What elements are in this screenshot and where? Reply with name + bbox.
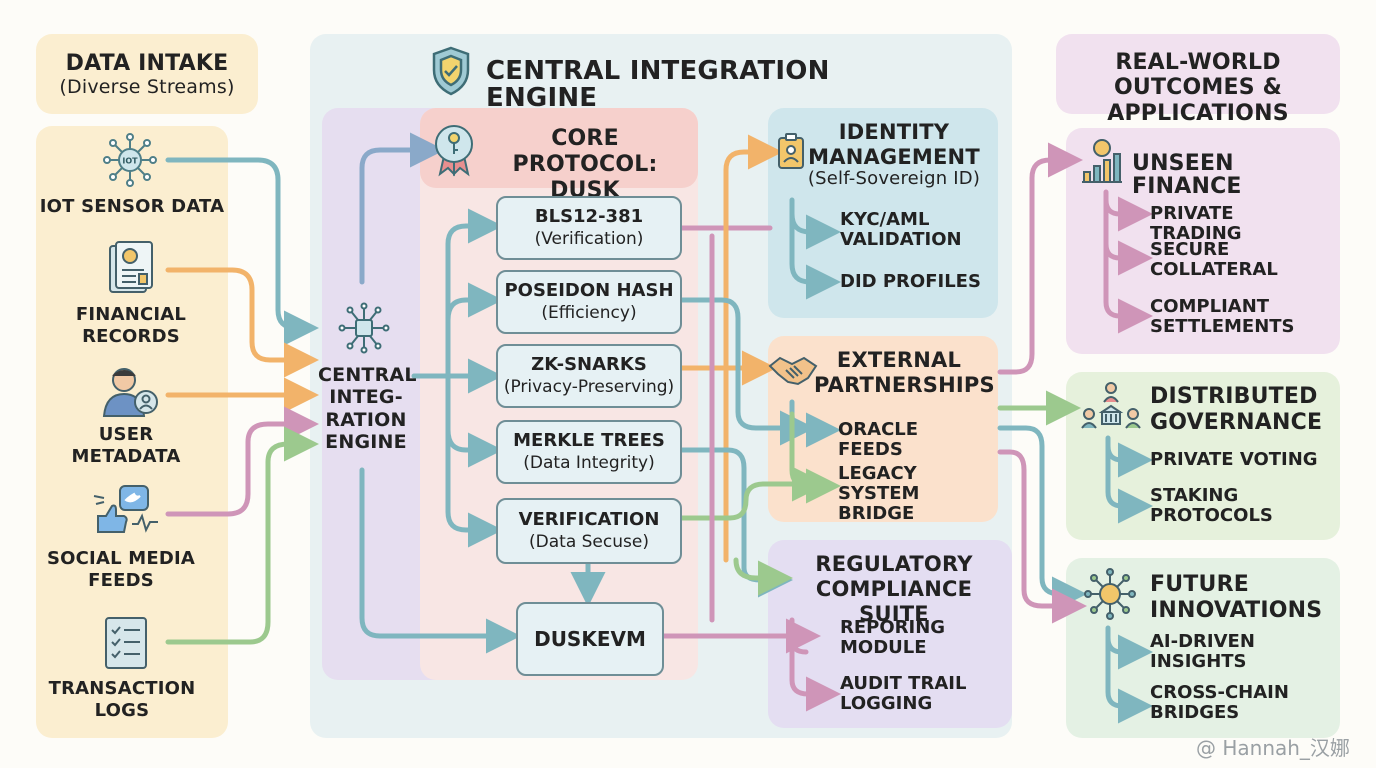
component-merkle: MERKLE TREES (Data Integrity) <box>496 420 682 484</box>
future-item-crosschain: CROSS-CHAIN BRIDGES <box>1150 682 1289 723</box>
intake-item-iot: IOT SENSOR DATA <box>39 196 225 217</box>
engine-title: CENTRAL INTEGRATION ENGINE <box>486 56 830 114</box>
regulatory-title: REGULATORY COMPLIANCE SUITE <box>815 552 973 626</box>
governance-item-staking: STAKING PROTOCOLS <box>1150 485 1273 526</box>
identity-title: IDENTITY MANAGEMENT <box>808 120 980 169</box>
component-poseidon: POSEIDON HASH (Efficiency) <box>496 270 682 334</box>
governance-item-voting: PRIVATE VOTING <box>1150 449 1318 470</box>
iot-badge: IOT <box>122 157 138 166</box>
intake-title: DATA INTAKE <box>65 51 229 76</box>
finance-title: UNSEEN FINANCE <box>1132 151 1242 200</box>
partners-item-legacy: LEGACY SYSTEM BRIDGE <box>838 463 920 524</box>
component-zksnarks: ZK-SNARKS (Privacy-Preserving) <box>496 344 682 408</box>
outcomes-header-panel <box>1056 34 1340 114</box>
component-poseidon-desc: (Efficiency) <box>541 302 637 323</box>
user-icon <box>102 368 158 417</box>
component-verification-name: VERIFICATION <box>518 509 660 531</box>
shield-icon <box>432 46 470 96</box>
component-zksnarks-desc: (Privacy-Preserving) <box>503 376 675 397</box>
finance-chart-icon <box>1082 139 1122 183</box>
arrow-to-core <box>359 132 445 285</box>
future-item-ai: AI-DRIVEN INSIGHTS <box>1150 631 1255 672</box>
intake-subtitle: (Diverse Streams) <box>59 76 235 98</box>
finance-item-settlements: COMPLIANT SETTLEMENTS <box>1150 296 1295 337</box>
engine-left-label: CENTRAL INTEG-RATION ENGINE <box>318 364 417 454</box>
governance-icon <box>1081 382 1141 429</box>
certificate-key-icon <box>435 125 473 177</box>
duskevm-box: DUSKEVM <box>516 602 664 676</box>
component-merkle-desc: (Data Integrity) <box>523 452 655 473</box>
arrow-to-finance <box>997 142 1083 375</box>
partners-title: EXTERNAL PARTNERSHIPS <box>814 348 995 397</box>
intake-item-transaction: TRANSACTION LOGS <box>48 678 196 721</box>
core-protocol-title: CORE PROTOCOL: DUSK <box>512 126 658 203</box>
arrow-iot <box>165 157 319 346</box>
identity-item-did: DID PROFILES <box>840 271 981 292</box>
component-bls: BLS12-381 (Verification) <box>496 196 682 260</box>
arrow-financial <box>165 267 319 378</box>
financial-document-icon <box>109 241 153 293</box>
watermark: @ Hannah_汉娜 <box>1196 736 1350 760</box>
duskevm-label: DUSKEVM <box>534 626 646 651</box>
regulatory-item-audit: AUDIT TRAIL LOGGING <box>840 673 967 714</box>
component-zksnarks-name: ZK-SNARKS <box>531 354 647 376</box>
identity-subtitle: (Self-Sovereign ID) <box>807 168 981 189</box>
handshake-icon <box>768 356 818 386</box>
finance-item-collateral: SECURE COLLATERAL <box>1150 239 1278 280</box>
component-bls-name: BLS12-381 <box>534 206 644 228</box>
arrow-verify-bridge <box>677 466 827 521</box>
innovation-network-icon <box>1084 568 1136 620</box>
intake-item-user: USER METADATA <box>71 424 181 467</box>
social-media-icon <box>93 485 158 533</box>
arrow-to-future-b <box>997 449 1087 624</box>
iot-icon: IOT <box>103 133 157 187</box>
id-badge-icon <box>778 133 804 169</box>
component-merkle-name: MERKLE TREES <box>513 430 665 452</box>
arrow-poseidon <box>677 297 815 446</box>
partners-item-oracle: ORACLE FEEDS <box>838 419 919 460</box>
component-verification-desc: (Data Secuse) <box>529 531 649 552</box>
arrow-social <box>165 406 319 517</box>
arrow-transaction <box>165 426 319 645</box>
circuit-chip-icon <box>338 302 390 354</box>
arrow-merkle <box>677 447 793 598</box>
governance-title: DISTRIBUTED GOVERNANCE <box>1150 384 1323 435</box>
finance-item-trading: PRIVATE TRADING <box>1150 203 1242 244</box>
component-poseidon-name: POSEIDON HASH <box>504 280 674 302</box>
component-verification: VERIFICATION (Data Secuse) <box>496 498 682 564</box>
intake-item-social: SOCIAL MEDIA FEEDS <box>46 548 196 591</box>
intake-header-panel <box>36 34 258 114</box>
component-bls-desc: (Verification) <box>534 228 644 249</box>
identity-item-kyc: KYC/AML VALIDATION <box>840 209 962 250</box>
regulatory-item-reporting: REPORING MODULE <box>840 617 946 658</box>
future-title: FUTURE INNOVATIONS <box>1150 572 1323 623</box>
intake-item-financial: FINANCIAL RECORDS <box>75 304 187 347</box>
arrow-to-evm <box>359 467 521 654</box>
arrow-orange-up <box>723 134 783 563</box>
transaction-log-icon <box>105 617 147 669</box>
arrow-green-reg <box>733 557 793 596</box>
outcomes-title: REAL-WORLD OUTCOMES & APPLICATIONS <box>1107 50 1289 126</box>
